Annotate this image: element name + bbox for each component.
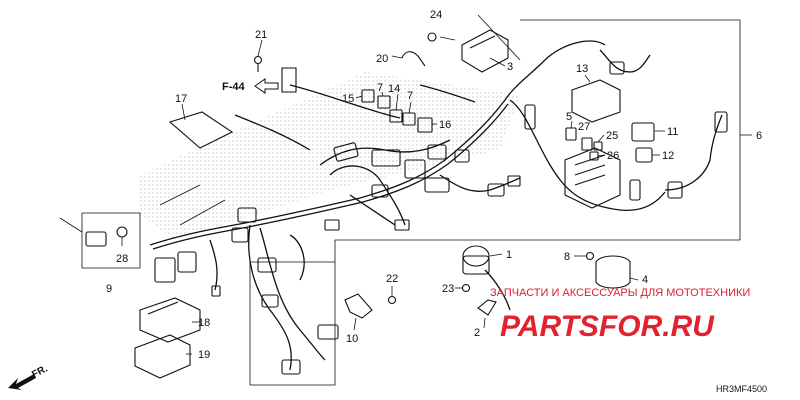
leader-lines xyxy=(121,36,752,355)
callout-13: 13 xyxy=(576,63,588,75)
watermark: ЗАПЧАСТИ И АКСЕССУАРЫ ДЛЯ МОТОТЕХНИКИ PA… xyxy=(490,287,750,343)
frame-silhouette xyxy=(140,72,520,240)
callout-labels: 1 2 3 4 5 6 7 7 8 9 10 11 12 13 14 15 16… xyxy=(106,9,762,361)
main-wire-harness xyxy=(149,40,723,371)
callout-11: 11 xyxy=(667,126,678,138)
callout-28: 28 xyxy=(116,253,128,265)
callout-15: 15 xyxy=(342,93,354,105)
callout-20: 20 xyxy=(376,53,388,65)
front-arrow-icon xyxy=(8,374,36,390)
callout-4: 4 xyxy=(642,274,648,286)
callout-27: 27 xyxy=(578,121,590,133)
diagram-code: HR3MF4500 xyxy=(716,384,767,394)
callout-25: 25 xyxy=(606,130,618,142)
front-label: FR. xyxy=(30,363,50,380)
watermark-caption: ЗАПЧАСТИ И АКСЕССУАРЫ ДЛЯ МОТОТЕХНИКИ xyxy=(490,287,750,299)
front-direction-indicator: FR. xyxy=(8,363,50,390)
callout-8: 8 xyxy=(564,251,570,263)
callout-12: 12 xyxy=(662,150,674,162)
callout-17: 17 xyxy=(175,93,187,105)
callout-9: 9 xyxy=(106,283,112,295)
reference-arrow-icon xyxy=(254,78,279,94)
callout-23: 23 xyxy=(442,283,454,295)
callout-7b: 7 xyxy=(407,90,413,102)
callout-2: 2 xyxy=(474,327,480,339)
callout-22: 22 xyxy=(386,273,398,285)
callout-18: 18 xyxy=(198,317,210,329)
callout-7a: 7 xyxy=(377,82,383,94)
watermark-logo: PARTSFOR.RU xyxy=(500,310,715,343)
callout-19: 19 xyxy=(198,349,210,361)
callout-21: 21 xyxy=(255,29,267,41)
harness-connectors xyxy=(154,61,728,375)
callout-14: 14 xyxy=(388,83,400,95)
callout-16: 16 xyxy=(439,119,451,131)
callout-6: 6 xyxy=(756,130,762,142)
callout-5: 5 xyxy=(566,111,572,123)
callout-26: 26 xyxy=(607,150,619,162)
reference-label: F-44 xyxy=(222,81,246,93)
callout-10: 10 xyxy=(346,333,358,345)
group-outlines xyxy=(59,14,741,386)
parts xyxy=(85,29,655,379)
callout-24: 24 xyxy=(430,9,442,21)
callout-3: 3 xyxy=(507,61,513,73)
reference-f44: F-44 xyxy=(222,78,279,94)
callout-1: 1 xyxy=(506,249,512,261)
